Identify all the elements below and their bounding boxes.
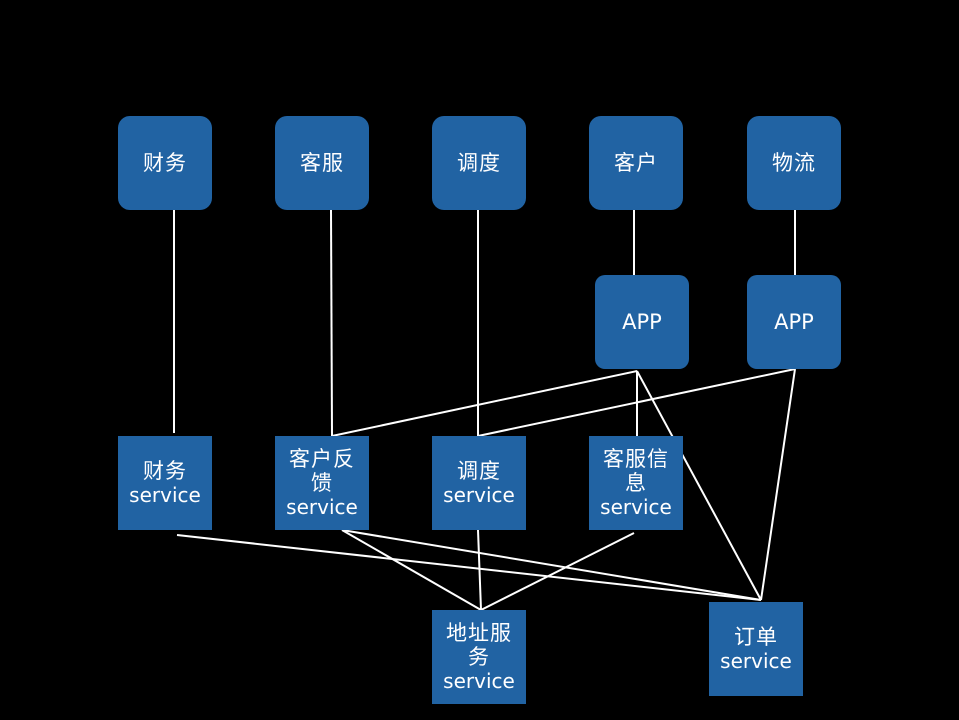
edge-app-customer-to-svc-order (636, 370, 762, 601)
edge-app-customer-to-svc-feedback (331, 370, 638, 437)
edge-svc-cs-info-to-svc-address (480, 532, 635, 611)
service-node-dispatch: 调度 service (432, 436, 526, 530)
service-node-finance: 财务 service (118, 436, 212, 530)
edge-svc-feedback-to-svc-order (341, 529, 762, 601)
service-node-order: 订单 service (709, 602, 803, 696)
app-node-customer: APP (595, 275, 689, 369)
service-suffix-finance: service (129, 483, 201, 507)
role-node-logistics: 物流 (747, 116, 841, 210)
service-suffix-dispatch: service (443, 483, 515, 507)
app-label-customer: APP (622, 310, 662, 334)
edge-svc-dispatch-to-svc-address (477, 529, 482, 611)
service-name-customer-feedback: 客户反 馈 (289, 447, 355, 495)
role-label-customer: 客户 (614, 151, 658, 175)
edge-app-logistics-to-svc-dispatch (477, 368, 796, 437)
service-suffix-customer-feedback: service (286, 495, 358, 519)
service-suffix-address: service (443, 669, 515, 693)
role-node-customer-service: 客服 (275, 116, 369, 210)
edge-cs-to-svc-feedback (330, 209, 333, 437)
edge-svc-finance-to-svc-order (176, 534, 762, 601)
edge-svc-feedback-to-svc-address (341, 529, 482, 611)
service-name-customer-service-info: 客服信 息 (603, 447, 669, 495)
app-node-logistics: APP (747, 275, 841, 369)
role-label-finance: 财务 (143, 151, 187, 175)
service-name-address: 地址服 务 (446, 621, 512, 669)
service-node-customer-service-info: 客服信 息 service (589, 436, 683, 530)
role-node-customer: 客户 (589, 116, 683, 210)
service-suffix-order: service (720, 649, 792, 673)
role-node-dispatch: 调度 (432, 116, 526, 210)
service-name-dispatch: 调度 (457, 459, 501, 483)
service-node-address: 地址服 务 service (432, 610, 526, 704)
role-label-logistics: 物流 (772, 151, 816, 175)
edge-app-logistics-to-svc-order (760, 368, 796, 601)
role-label-dispatch: 调度 (457, 151, 501, 175)
app-label-logistics: APP (774, 310, 814, 334)
service-name-order: 订单 (734, 625, 778, 649)
role-node-finance: 财务 (118, 116, 212, 210)
service-name-finance: 财务 (143, 459, 187, 483)
role-label-customer-service: 客服 (300, 151, 344, 175)
service-suffix-customer-service-info: service (600, 495, 672, 519)
service-node-customer-feedback: 客户反 馈 service (275, 436, 369, 530)
